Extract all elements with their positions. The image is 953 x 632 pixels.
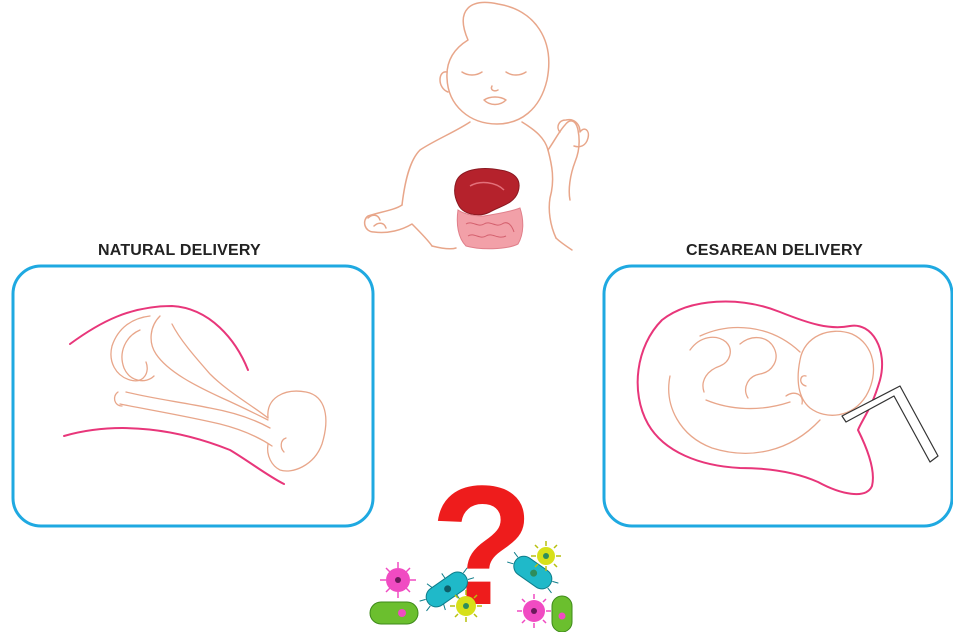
microbe-yellow-2 — [531, 541, 561, 571]
birth-canal-lower — [64, 428, 284, 484]
fetus-leg-1 — [111, 316, 150, 381]
infant-mouth — [484, 97, 506, 105]
natural-delivery-scene — [64, 306, 326, 484]
infant-arm-right — [548, 150, 556, 238]
curled-fetus-leg-1 — [690, 337, 730, 392]
infant-torso-left — [432, 246, 456, 249]
cesarean-delivery-scene — [638, 302, 938, 495]
infant-nose — [491, 86, 498, 91]
birth-canal-upper — [70, 306, 248, 370]
fetus-curled-icon — [669, 328, 874, 454]
fetus-leg-2 — [122, 330, 154, 381]
microbe-magenta-1 — [380, 562, 416, 598]
infant-hand-left — [368, 215, 386, 228]
curled-fetus-face — [801, 376, 806, 386]
microbe-green-rod-1 — [370, 602, 418, 624]
curled-fetus-body — [669, 376, 820, 453]
infant-eye-left — [462, 72, 482, 75]
stomach-liver — [455, 169, 519, 215]
fetus-body-upper — [151, 316, 268, 420]
curled-fetus-head — [798, 331, 873, 415]
infant-eye-right — [506, 72, 526, 75]
question-mark: ? — [430, 451, 534, 632]
fetus-head — [268, 391, 326, 471]
infant-torso-right — [556, 238, 572, 250]
microbe-green-rod-2 — [552, 596, 572, 632]
infant-fist-right — [558, 120, 588, 147]
forceps-icon — [842, 386, 938, 462]
natural-delivery-frame — [13, 266, 373, 526]
gut-icon — [455, 169, 523, 249]
curled-fetus-leg-2 — [740, 338, 776, 398]
infant-head — [447, 3, 549, 125]
curled-fetus-back — [700, 328, 800, 352]
fetus-ear — [281, 438, 286, 452]
infant-shoulder-right — [522, 122, 548, 150]
curled-fetus-arm — [706, 400, 790, 409]
fetus-icon — [111, 316, 326, 471]
